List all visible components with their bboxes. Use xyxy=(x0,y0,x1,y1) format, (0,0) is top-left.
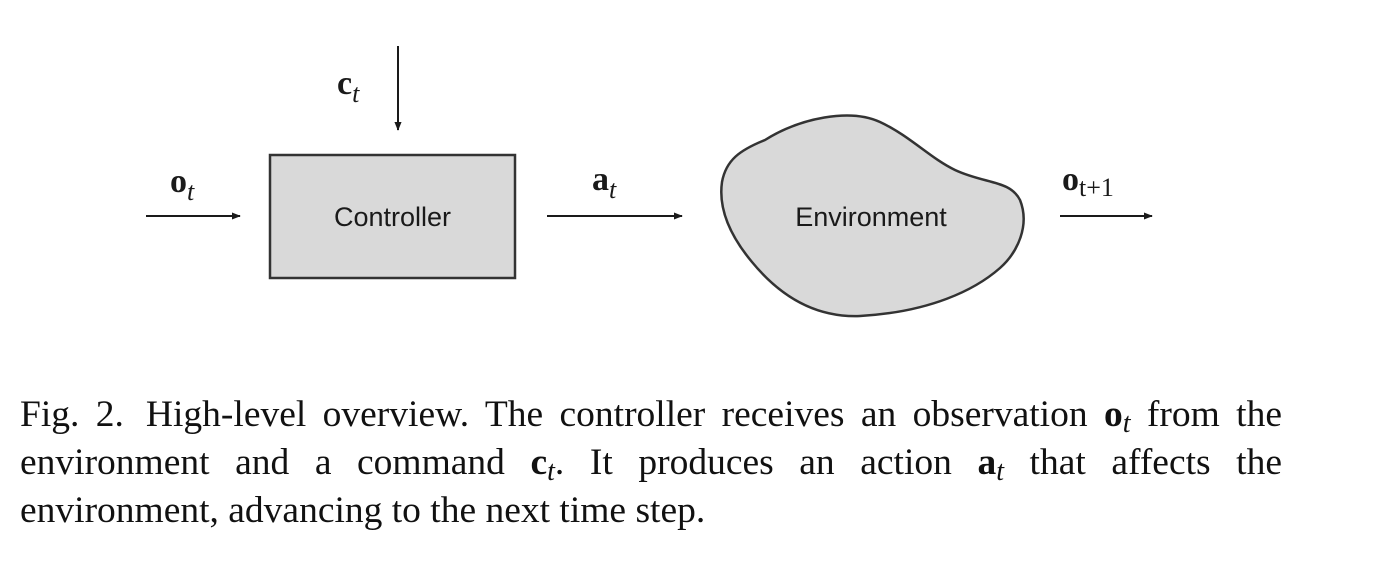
action-label: at xyxy=(592,161,617,204)
figure-number: Fig. 2. xyxy=(20,394,124,435)
caption-text-1: High-level overview. The controller rece… xyxy=(145,394,1104,435)
caption-text-4: that affects the environment, advancing … xyxy=(20,442,1282,531)
observation-input-label: ot xyxy=(170,163,195,206)
figure-caption: Fig. 2. High-level overview. The controll… xyxy=(20,392,1282,533)
caption-text-3: . It produces an action xyxy=(554,442,978,483)
command-symbol-label: ct xyxy=(337,65,360,108)
environment-shape xyxy=(720,114,1025,318)
controller-box xyxy=(268,153,517,280)
observation-output-label: ot+1 xyxy=(1062,161,1114,202)
caption-text-2: from the environment and a command xyxy=(20,394,1282,483)
caption-symbol-command: ct xyxy=(530,442,555,487)
caption-symbol-action: at xyxy=(977,442,1004,487)
controller-label: Controller xyxy=(334,202,451,232)
caption-symbol-observation: ot xyxy=(1103,394,1131,439)
environment-label: Environment xyxy=(795,202,947,232)
system-diagram: ct ot Controller at Environment ot+1 xyxy=(146,46,1153,318)
